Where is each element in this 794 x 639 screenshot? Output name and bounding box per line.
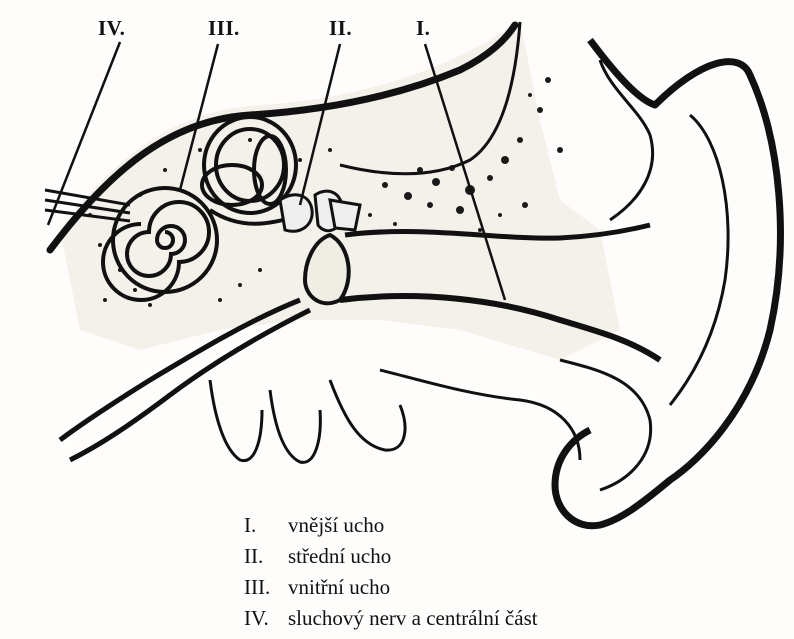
legend: I.vnější ucho II.střední ucho III.vnitřn…: [244, 510, 664, 634]
legend-numeral: I.: [244, 510, 288, 541]
legend-text: vnitřní ucho: [288, 572, 390, 603]
legend-text: vnější ucho: [288, 510, 384, 541]
legend-row: I.vnější ucho: [244, 510, 664, 541]
legend-numeral: II.: [244, 541, 288, 572]
legend-numeral: IV.: [244, 603, 288, 634]
legend-row: IV.sluchový nerv a centrální část: [244, 603, 664, 634]
legend-numeral: III.: [244, 572, 288, 603]
label-iii: III.: [208, 16, 240, 41]
legend-row: III.vnitřní ucho: [244, 572, 664, 603]
label-iv: IV.: [98, 16, 125, 41]
legend-row: II.střední ucho: [244, 541, 664, 572]
label-i: I.: [416, 16, 430, 41]
label-ii: II.: [329, 16, 352, 41]
legend-text: sluchový nerv a centrální část: [288, 603, 538, 634]
legend-text: střední ucho: [288, 541, 391, 572]
